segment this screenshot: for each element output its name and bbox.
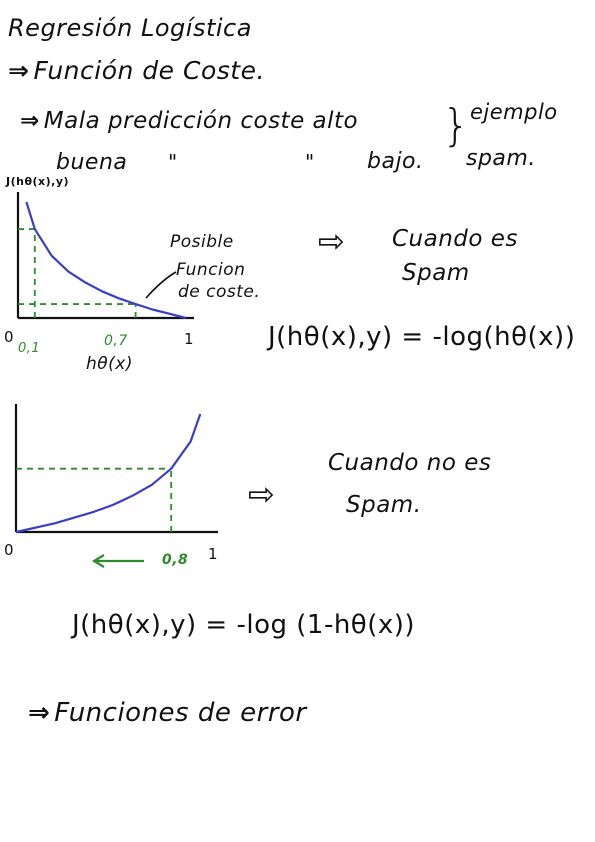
bad-prediction-line: ⇒Mala predicción coste alto [20,110,358,133]
arrow-icon: ⇒ [28,698,51,728]
example-spam-text: spam. [466,146,536,171]
brace-icon: } [442,100,471,151]
annotation-possible: Posible [170,232,234,252]
chart1-tick-1: 1 [184,330,195,348]
double-arrow-icon: ⇨ [248,475,276,513]
bad-prediction-text: Mala predicción coste alto [43,108,359,134]
chart2-tick-0: 0 [4,541,15,559]
annotation-function: Funcion [176,260,246,280]
chart2-left-arrow [91,554,144,568]
annotation-pointer [145,271,177,299]
formula-not-spam: J(hθ(x),y) = -log (1-hθ(x)) [72,610,416,640]
page-title: Regresión Logística [8,14,252,42]
good-prediction-text: buena [56,150,128,175]
case-not-spam-line2: Spam. [346,492,422,518]
case-spam-line2: Spam [402,260,470,286]
series-line [25,201,187,320]
error-functions-text: Funciones de error [54,698,307,728]
annotation-cost: de coste. [178,282,261,302]
ditto-mark: " [168,150,178,174]
chart-cost-not-spam [14,404,218,534]
error-functions-line: ⇒Funciones de error [28,700,307,726]
double-arrow-icon: ⇨ [318,222,346,260]
subtitle-cost-function: ⇒Función de Coste. [8,58,265,83]
chart-cost-spam [16,192,194,320]
arrow-icon: ⇒ [8,56,30,85]
chart2-tick-08: 0,8 [162,552,189,568]
case-spam-line1: Cuando es [392,226,518,252]
chart1-tick-0: 0 [4,328,15,346]
example-label: ejemplo [470,100,558,124]
case-not-spam-line1: Cuando no es [328,450,492,476]
chart2-tick-1: 1 [208,545,219,563]
low-cost-text: bajo. [367,149,424,174]
formula-spam: J(hθ(x),y) = -log(hθ(x)) [268,322,576,352]
chart1-tick-01: 0,1 [18,341,41,356]
arrow-icon: ⇒ [20,108,40,134]
chart1-tick-07: 0,7 [104,333,128,349]
ditto-mark: " [305,150,315,174]
series-line [15,413,202,534]
chart1-y-label: J(hθ(x),y) [6,175,70,188]
chart1-x-label: hθ(x) [86,354,134,374]
cost-function-label: Función de Coste. [33,56,265,85]
